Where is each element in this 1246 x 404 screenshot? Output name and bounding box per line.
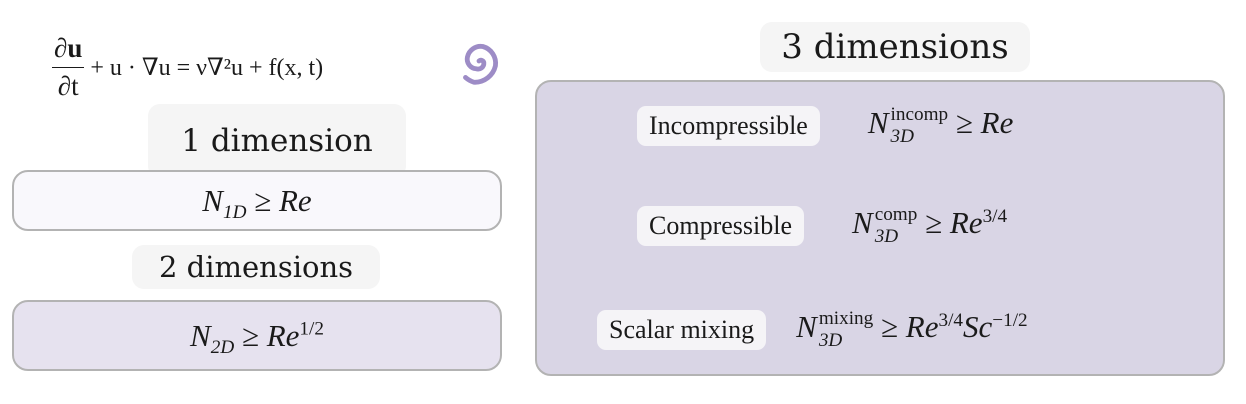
formula-lhs: N: [190, 317, 211, 353]
compressible-label: Compressible: [637, 206, 804, 247]
navier-stokes-equation: ∂u ∂t + u · ∇u = ν∇²u + f(x, t): [52, 22, 323, 112]
equation-rest: + u · ∇u = ν∇²u + f(x, t): [90, 54, 324, 81]
formula-op: ≥: [955, 105, 973, 141]
formula-exponent: 3/4: [938, 309, 964, 331]
formula-sub: 3D: [890, 126, 915, 148]
formula-exponent: 3/4: [982, 205, 1008, 227]
formula-lhs: N: [867, 105, 889, 141]
formula-op: ≥: [881, 309, 899, 345]
incompressible-label: Incompressible: [637, 106, 820, 147]
dimension-1-formula: N1D ≥ Re: [202, 182, 312, 222]
scalar-mixing-label: Scalar mixing: [597, 310, 767, 351]
formula-rhs2: Sc: [963, 309, 993, 345]
formula-sup: mixing: [818, 308, 874, 329]
formula-exponent-2: −1/2: [992, 309, 1028, 331]
formula-op: ≥: [925, 205, 943, 241]
dimension-2-label-text: 2 dimensions: [158, 250, 354, 284]
formula-sub: 3D: [818, 330, 843, 352]
dimension-1-label-text: 1 dimension: [181, 122, 373, 159]
formula-rhs: Re: [266, 317, 300, 353]
dimension-2-box: N2D ≥ Re1/2: [12, 300, 502, 371]
fraction-denominator: ∂t: [57, 70, 79, 101]
dimension-1-label: 1 dimension: [148, 104, 406, 178]
formula-sub: 1D: [222, 201, 247, 223]
formula-lhs: N: [796, 309, 817, 345]
spiral-icon: [463, 43, 499, 85]
formula-rhs: Re: [278, 182, 312, 218]
formula-rhs: Re: [905, 309, 939, 345]
dimension-2-formula: N2D ≥ Re1/2: [190, 317, 324, 357]
formula-lhs: N: [852, 205, 873, 241]
formula-sup: incomp: [890, 104, 949, 125]
formula-op: ≥: [254, 182, 272, 218]
partial-derivative-fraction: ∂u ∂t: [52, 33, 85, 102]
dimension-3-label: 3 dimensions: [760, 22, 1030, 72]
dimension-3-label-text: 3 dimensions: [781, 27, 1009, 67]
formula-sub: 2D: [210, 336, 235, 358]
formula-sub: 3D: [874, 226, 899, 248]
formula-rhs: Re: [980, 105, 1014, 141]
formula-sup: comp: [874, 204, 918, 225]
formula-lhs: N: [202, 182, 223, 218]
formula-exponent: 1/2: [299, 318, 324, 340]
dimension-1-box: N1D ≥ Re: [12, 170, 502, 231]
formula-rhs: Re: [949, 205, 983, 241]
formula-op: ≥: [241, 317, 259, 353]
fraction-numerator: ∂u: [52, 33, 85, 68]
dimension-2-label: 2 dimensions: [132, 245, 380, 289]
